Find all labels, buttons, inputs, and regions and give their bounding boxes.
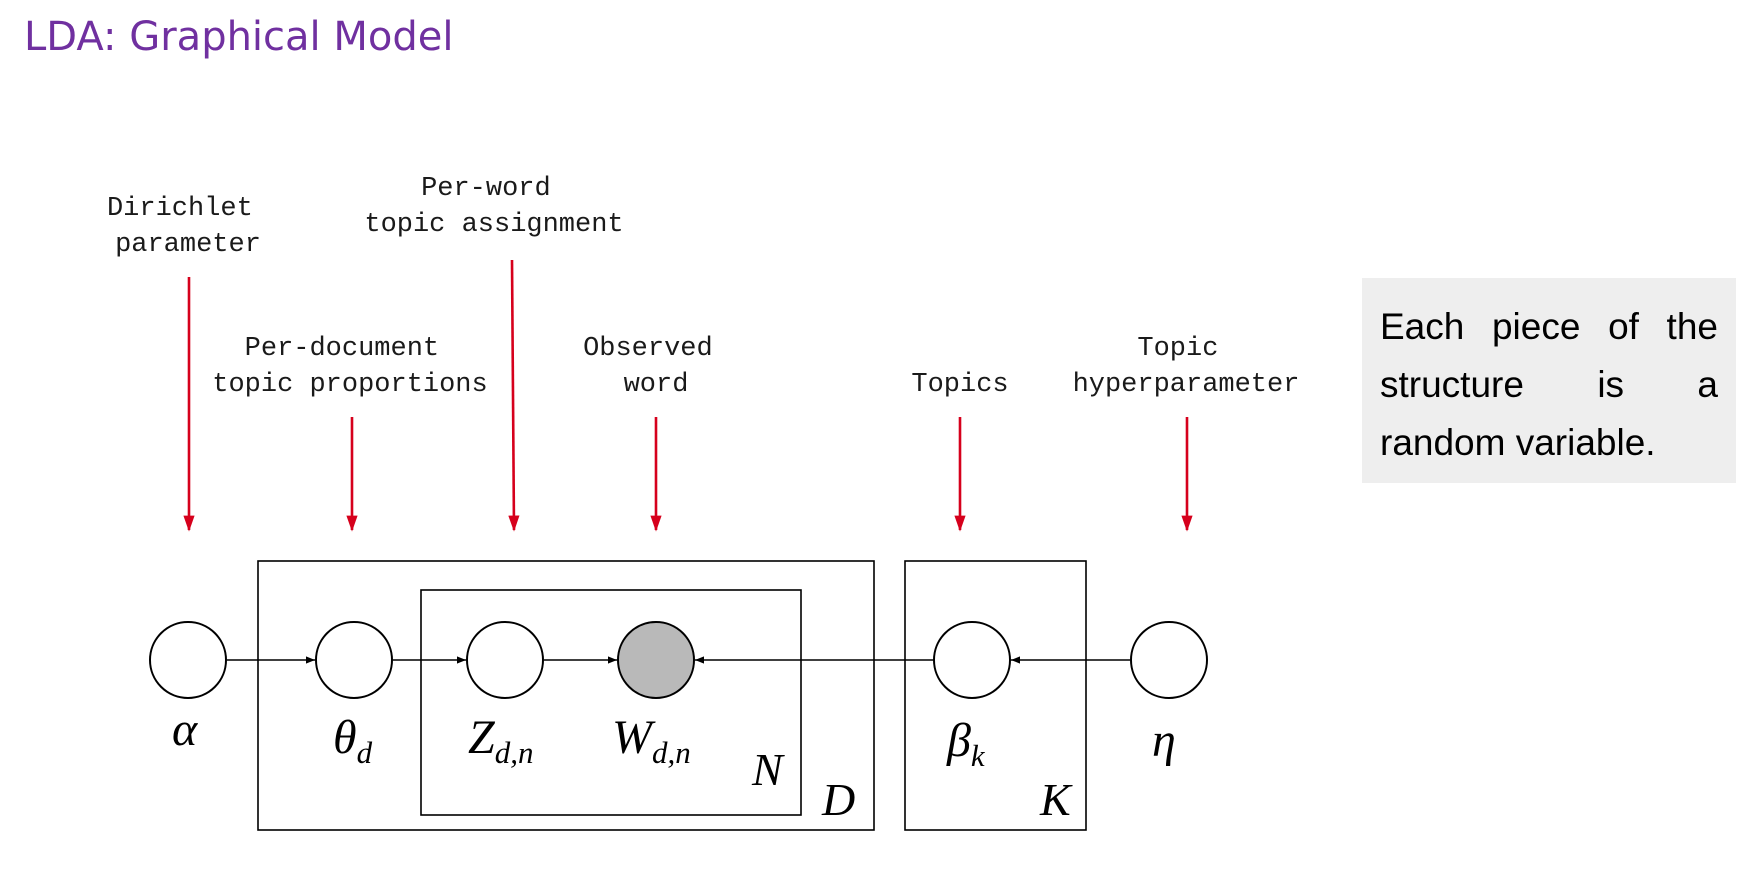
- label-alpha: α: [172, 703, 198, 756]
- slide-title: LDA: Graphical Model: [24, 14, 454, 60]
- annotation-per-word-topic-assignment: Per-word topic assignment: [364, 174, 623, 240]
- node-eta: [1130, 621, 1208, 699]
- node-alpha: [149, 621, 227, 699]
- label-eta: η: [1152, 714, 1176, 767]
- node-z: [466, 621, 544, 699]
- annotation-topic-hyperparameter: Topic hyperparameter: [1073, 334, 1300, 400]
- label-z: Zd,n: [468, 711, 533, 770]
- annotation-dirichlet-parameter: Dirichlet parameter: [107, 194, 269, 260]
- label-beta: βk: [946, 714, 986, 773]
- node-beta: [933, 621, 1011, 699]
- plate-label-d: D: [821, 774, 855, 825]
- plate-documents: [257, 560, 875, 831]
- plate-label-n: N: [751, 744, 785, 795]
- label-w: Wd,n: [612, 711, 691, 770]
- plate-label-k: K: [1039, 774, 1073, 825]
- annotation-observed-word: Observed word: [583, 334, 729, 400]
- pointer-arrow-z: [508, 259, 520, 532]
- node-w-observed: [617, 621, 695, 699]
- annotation-per-document-topic-proportions: Per-document topic proportions: [212, 334, 487, 400]
- plate-words: [420, 589, 802, 816]
- label-theta: θd: [333, 711, 373, 770]
- note-box: Each piece of the structure is a random …: [1362, 278, 1736, 483]
- annotation-topics: Topics: [911, 370, 1008, 400]
- plate-topics: [904, 560, 1087, 831]
- node-theta: [315, 621, 393, 699]
